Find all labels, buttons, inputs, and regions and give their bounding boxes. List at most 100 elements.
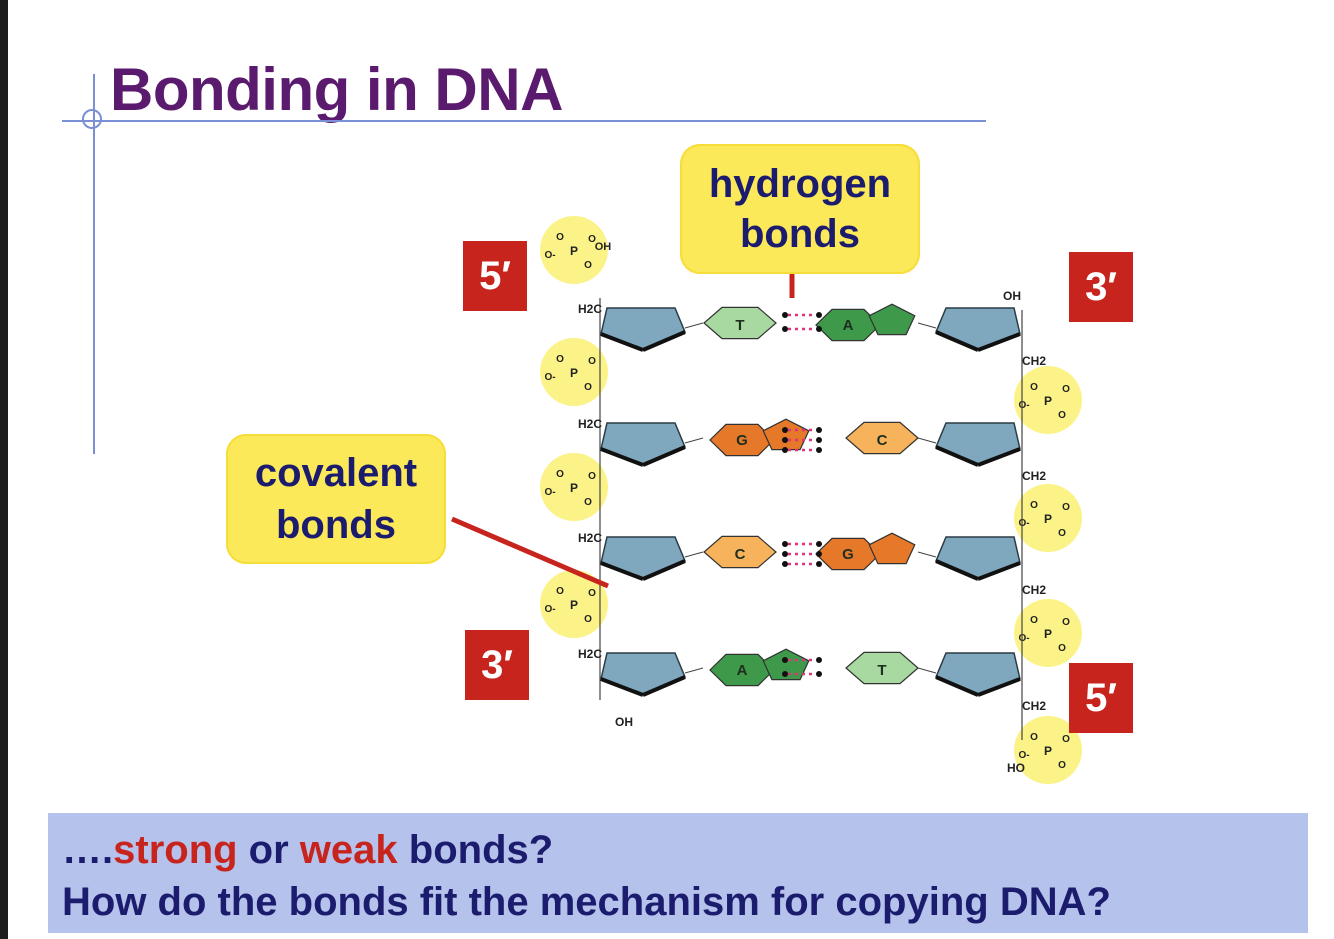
right-sugar-3-edge [977, 561, 1021, 581]
left-glyco-4 [684, 667, 704, 674]
right-phosphate-4-o1: O [1030, 732, 1038, 743]
right-glyco-1 [917, 322, 937, 329]
covalent-bonds-callout: covalent bonds [226, 434, 446, 564]
right-base-2-letter: C [877, 432, 888, 449]
end-label-5prime-top-left: 5′ [463, 241, 527, 311]
right-phosphate-3-p: P [1044, 627, 1052, 641]
right-phosphate-1-o3: O- [1018, 400, 1029, 411]
right-phosphate-4-o2: O [1058, 760, 1066, 771]
hbond-dot-l-3-2 [782, 551, 788, 557]
hbond-dot-l-1-2 [782, 326, 788, 332]
right-base-4-letter: T [877, 662, 886, 679]
left-glyco-2 [684, 437, 704, 444]
left-phosphate-1-p: P [570, 244, 578, 258]
left-h2c-1: H2C [578, 302, 602, 316]
question-prefix: …. [62, 828, 114, 872]
right-phosphate-1-glow [1014, 366, 1082, 434]
hbond-dot-r-2-2 [816, 437, 822, 443]
left-phosphate-2-p: P [570, 366, 578, 380]
right-base-1-ring5 [868, 303, 916, 336]
right-base-1-letter: A [843, 317, 854, 334]
right-sugar-4-edge2 [935, 675, 979, 697]
left-phosphate-3-p: P [570, 481, 578, 495]
left-h2c-4: H2C [578, 647, 602, 661]
right-phosphate-2-p: P [1044, 512, 1052, 526]
hydrogen-callout-line1: hydrogen [708, 162, 892, 206]
right-phosphate-1-p: P [1044, 394, 1052, 408]
left-h2c-3: H2C [578, 531, 602, 545]
left-phosphate-1-glow [540, 216, 608, 284]
left-base-2-ring6 [709, 423, 775, 457]
left-phosphate-4-p: P [570, 598, 578, 612]
hbond-dot-l-4-1 [782, 657, 788, 663]
hbond-dot-r-3-2 [816, 551, 822, 557]
right-sugar-3 [935, 536, 1021, 580]
oh-top-left: OH [595, 241, 612, 253]
right-sugar-4 [935, 652, 1021, 696]
hbond-dot-l-1-1 [782, 312, 788, 318]
left-sugar-4-edge [642, 675, 686, 697]
right-sugar-3-edge2 [935, 559, 979, 581]
hbond-dot-r-4-2 [816, 671, 822, 677]
right-phosphate-4-glow [1014, 716, 1082, 784]
word-or: or [237, 828, 300, 872]
hbond-dot-l-3-1 [782, 541, 788, 547]
right-sugar-4-edge [977, 677, 1021, 697]
left-base-4-letter: A [737, 662, 748, 679]
right-phosphate-2-o4: O [1062, 502, 1070, 513]
right-phosphate-2-glow [1014, 484, 1082, 552]
hydrogen-callout-line2: bonds [740, 212, 860, 256]
right-base-3-letter: G [842, 546, 854, 563]
left-phosphate-1-o2: O [584, 260, 592, 271]
hbond-dot-l-2-2 [782, 437, 788, 443]
word-strong: strong [113, 828, 238, 872]
left-phosphate-4-o4: O [588, 588, 596, 599]
hbond-dot-r-3-3 [816, 561, 822, 567]
right-sugar-1-edge [977, 332, 1021, 352]
end-label-3prime-top-right: 3′ [1069, 252, 1133, 322]
hydrogen-bonds-callout: hydrogen bonds [680, 144, 920, 274]
ho-bottom-right: HO [1007, 761, 1025, 775]
hbond-dot-l-3-3 [782, 561, 788, 567]
right-phosphate-4-p: P [1044, 744, 1052, 758]
hbond-dot-r-1-1 [816, 312, 822, 318]
left-base-3-ring6 [703, 535, 777, 569]
right-phosphate-3-glow [1014, 599, 1082, 667]
right-ch2-4: CH2 [1022, 699, 1046, 713]
left-sugar-3-edge [642, 559, 686, 581]
right-ch2-2: CH2 [1022, 469, 1046, 483]
left-base-2-ring5 [762, 418, 810, 451]
right-ch2-3: CH2 [1022, 583, 1046, 597]
question-box [48, 813, 1308, 933]
hbond-dot-r-2-1 [816, 427, 822, 433]
right-base-2-ring6 [845, 421, 919, 455]
end-label-3prime-bottom-left: 3′ [465, 630, 529, 700]
question-suffix: bonds? [397, 828, 554, 872]
left-sugar-4 [600, 652, 686, 696]
right-glyco-2 [917, 437, 937, 444]
left-base-1-letter: T [735, 317, 744, 334]
oh-top-right: OH [1003, 289, 1021, 303]
right-sugar-2-edge [977, 447, 1021, 467]
word-weak: weak [299, 828, 398, 872]
hbond-dot-l-2-3 [782, 447, 788, 453]
right-sugar-1-edge2 [935, 330, 979, 352]
dna-diagram: POOO-OPOOO-OPOOO-OPOOO-OPOOO-OPOOO-OPOOO… [451, 216, 1082, 784]
covalent-callout-line2: bonds [276, 503, 396, 547]
left-sugar-3-edge2 [600, 561, 644, 581]
left-h2c-2: H2C [578, 417, 602, 431]
right-sugar-2 [935, 422, 1021, 466]
question-line-2: How do the bonds fit the mechanism for c… [62, 880, 1111, 924]
right-phosphate-1-o1: O [1030, 382, 1038, 393]
left-phosphate-2-glow [540, 338, 608, 406]
left-phosphate-3-o2: O [584, 497, 592, 508]
oh-bottom-left: OH [615, 715, 633, 729]
right-phosphate-2-o2: O [1058, 528, 1066, 539]
left-base-3-letter: C [735, 546, 746, 563]
window-left-edge [0, 0, 8, 939]
right-phosphate-1-o2: O [1058, 410, 1066, 421]
right-glyco-4 [917, 667, 937, 674]
left-sugar-2 [600, 422, 686, 466]
right-sugar-1 [935, 307, 1021, 351]
left-phosphate-3-o3: O- [544, 487, 555, 498]
